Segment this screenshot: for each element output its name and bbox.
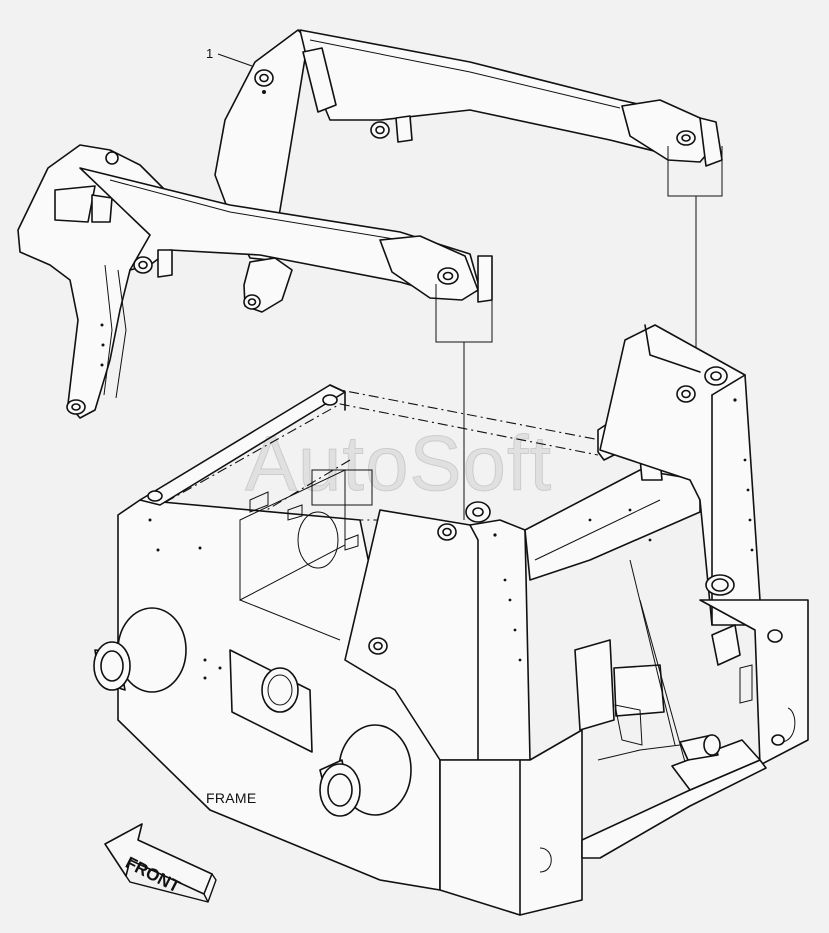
arm-back-tip-plate [621,99,713,163]
frame-cross-member [524,469,701,581]
frame-rear-tower [599,324,761,626]
frame-rear-base [439,729,583,916]
explode-guide-lines [435,146,723,520]
main-frame [93,324,809,916]
arm-top-beam-back [299,29,713,161]
left-axle-tube-front [93,607,187,693]
callout-number-1: 1 [206,46,214,61]
left-axle-tube-rear [319,724,412,817]
loader-arm-assembly [17,29,723,419]
frame-bottom-tray [581,759,767,859]
arm-top-beam-front [79,167,481,299]
front-arrow-icon [104,823,217,903]
callout-1-leader [217,53,253,67]
arm-front-tip-plate [379,235,479,301]
frame-label: FRAME [206,790,257,806]
frame-right-side-box [699,599,809,766]
